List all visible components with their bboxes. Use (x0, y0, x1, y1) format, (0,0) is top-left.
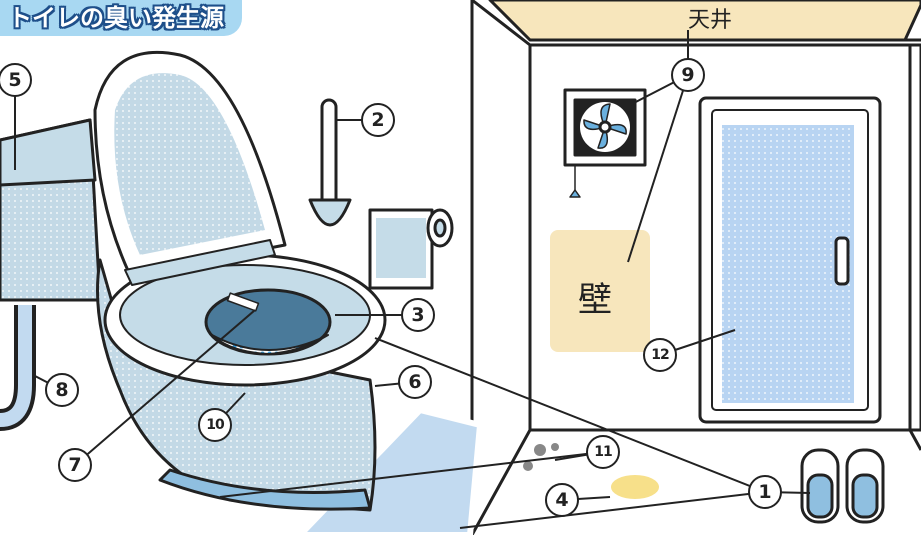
label-3: 3 (401, 298, 435, 332)
label-4: 4 (545, 483, 579, 517)
label-6: 6 (398, 365, 432, 399)
label-1: 1 (748, 475, 782, 509)
toilet-paper (368, 208, 454, 290)
page-title: トイレの臭い発生源 (0, 0, 242, 36)
urine-stain (611, 475, 659, 499)
label-7: 7 (58, 448, 92, 482)
door (698, 96, 882, 424)
dirt (523, 443, 559, 471)
ventilation-fan (563, 88, 647, 198)
label-2: 2 (361, 103, 395, 137)
label-5: 5 (0, 63, 32, 97)
ceiling (488, 0, 921, 42)
label-9: 9 (671, 58, 705, 92)
ceiling-label: 天井 (688, 8, 733, 33)
label-10: 10 (198, 408, 232, 442)
wall-label: 壁 (578, 280, 612, 320)
slippers (800, 448, 885, 524)
label-8: 8 (45, 373, 79, 407)
label-11: 11 (586, 435, 620, 469)
wall-patch (550, 230, 650, 352)
toilet-brush (308, 98, 352, 227)
label-12: 12 (643, 338, 677, 372)
